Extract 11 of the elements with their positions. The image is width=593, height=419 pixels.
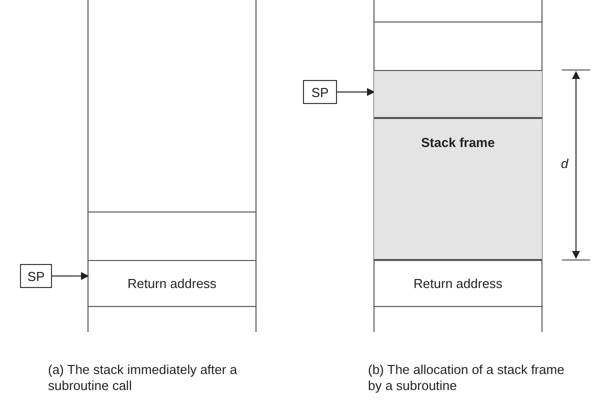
- stack-frame-cell: Stack frame: [374, 118, 542, 260]
- dimension-label: d: [561, 156, 570, 172]
- arrow: [336, 88, 375, 96]
- figure-caption: (b) The allocation of a stack frame by a subroutine: [368, 362, 566, 394]
- stack-cell: Return address: [374, 260, 542, 307]
- arrow: [52, 272, 89, 280]
- stack-pointer-box: SP: [303, 80, 337, 104]
- figure-caption: (a) The stack immediately after a subroutine call: [48, 362, 238, 394]
- stack-pointer-box: SP: [20, 264, 52, 288]
- stack-cell: [374, 70, 542, 118]
- stack-cell: Return address: [88, 260, 256, 307]
